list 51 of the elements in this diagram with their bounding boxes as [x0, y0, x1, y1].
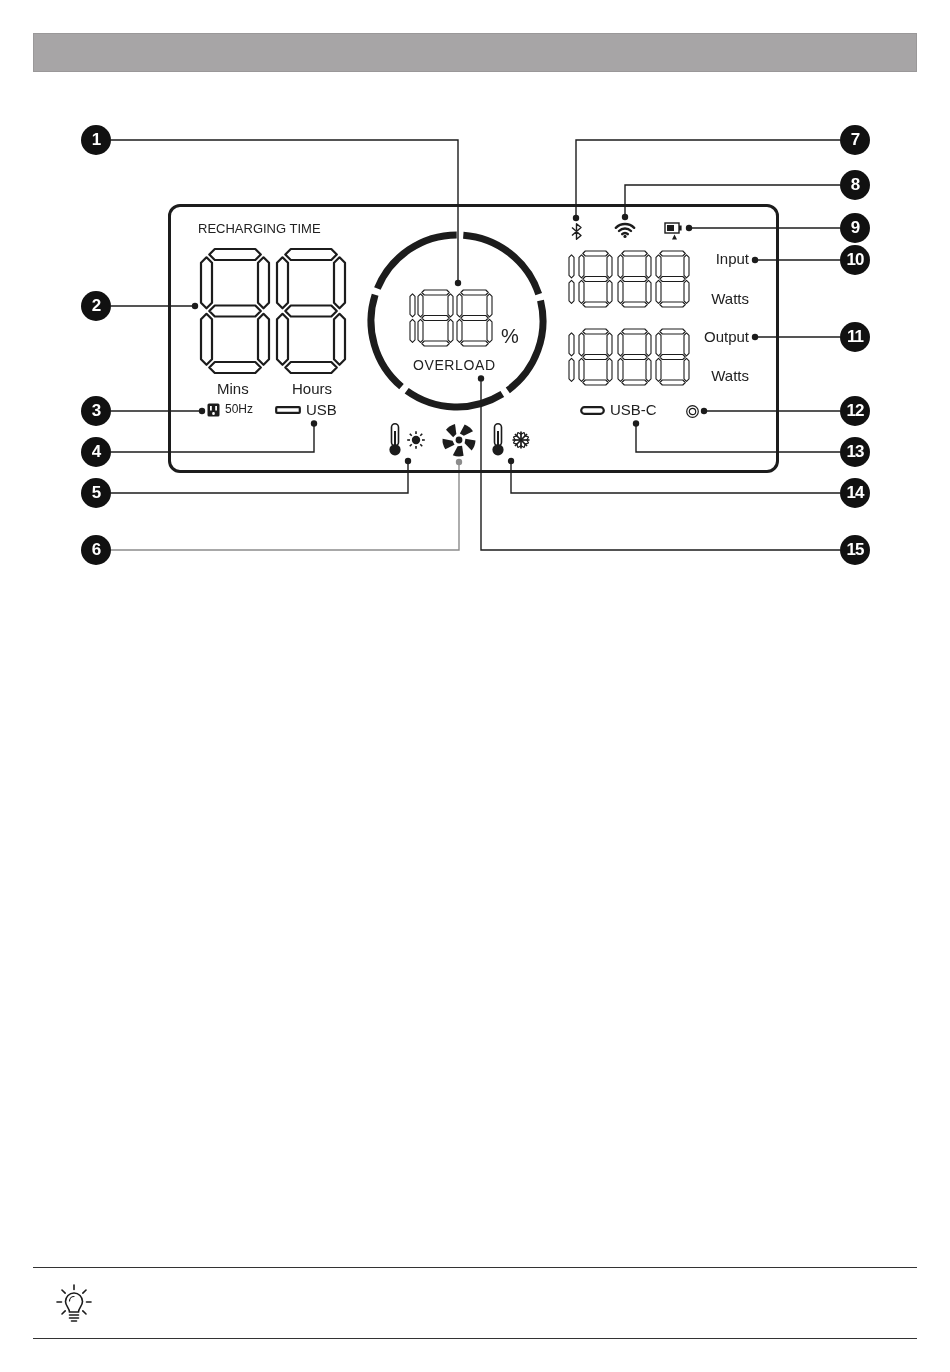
callout-number: 5 — [81, 478, 111, 508]
unit-label: Hours — [292, 381, 332, 398]
fan-icon — [442, 423, 476, 457]
leader-line — [477, 375, 841, 551]
unit-label: Watts — [711, 291, 749, 308]
callout-number: 4 — [81, 437, 111, 467]
bluetooth-icon — [571, 223, 582, 240]
leader-line — [751, 256, 841, 264]
callout-number: 14 — [840, 478, 870, 508]
output-label: Output — [703, 329, 749, 346]
display-panel — [168, 204, 779, 473]
callout-number: 11 — [840, 322, 870, 352]
callout-number: 6 — [81, 535, 111, 565]
leader-line — [110, 407, 206, 415]
callout-number: 10 — [840, 245, 870, 275]
leader-line — [110, 458, 463, 551]
battery-icon — [664, 222, 684, 240]
leader-line — [685, 224, 841, 232]
concentric-circles-icon — [686, 405, 699, 418]
percent-sign: % — [501, 325, 519, 347]
callout-number: 1 — [81, 125, 111, 155]
frequency-label: 50Hz — [225, 403, 253, 417]
unit-label: Watts — [711, 368, 749, 385]
leader-line — [110, 139, 462, 287]
port-label: USB-C — [610, 402, 657, 419]
section-heading: RECHARGING TIME — [198, 222, 321, 237]
segment-display-drawing — [200, 248, 347, 374]
leader-line — [700, 407, 841, 415]
leader-line — [572, 139, 841, 222]
callout-number: 9 — [840, 213, 870, 243]
callout-number: 15 — [840, 535, 870, 565]
leader-line — [110, 302, 199, 310]
callout-number: 12 — [840, 396, 870, 426]
leader-line — [507, 457, 841, 494]
callout-number: 8 — [840, 170, 870, 200]
leader-line — [632, 420, 841, 453]
leader-line — [110, 457, 412, 494]
overload-label: OVERLOAD — [413, 358, 496, 374]
leader-line — [751, 333, 841, 341]
wifi-icon — [614, 222, 636, 238]
callout-number: 3 — [81, 396, 111, 426]
thermometer-sun-icon — [390, 423, 426, 456]
input-label: Input — [715, 251, 749, 268]
port-label: USB — [306, 402, 337, 419]
callout-number: 13 — [840, 437, 870, 467]
thermometer-snowflake-icon — [493, 423, 531, 456]
leader-line — [621, 184, 841, 221]
callout-number: 7 — [840, 125, 870, 155]
callout-number: 2 — [81, 291, 111, 321]
leader-line — [110, 420, 318, 453]
unit-label: Mins — [217, 381, 249, 398]
